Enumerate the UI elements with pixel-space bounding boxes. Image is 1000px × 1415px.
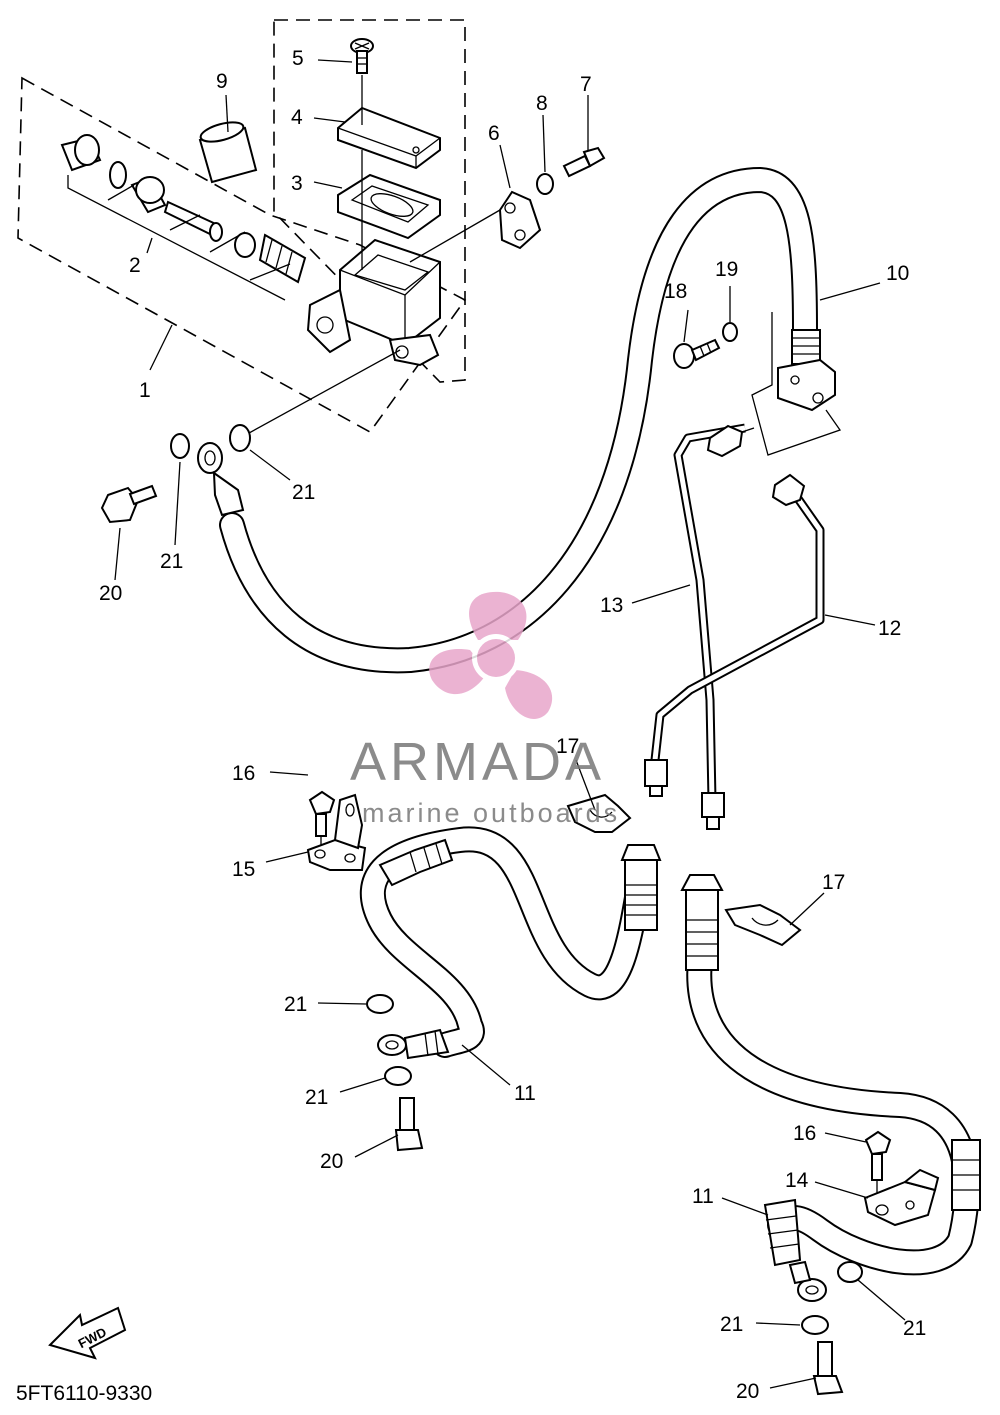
callout-10: 10	[886, 262, 909, 285]
callout-17-upper: 17	[556, 735, 579, 758]
hose-right-end-collar	[951, 1139, 981, 1211]
propeller-logo	[429, 591, 553, 719]
bolt-7	[562, 146, 606, 178]
callout-17-lower: 17	[822, 871, 845, 894]
callout-21-upper-left: 21	[160, 550, 183, 573]
bolt-20-lower-left	[394, 1097, 424, 1152]
kit-2-leader	[67, 175, 286, 301]
banjo-fitting-lower-left	[377, 1028, 450, 1060]
callout-21-lower-left-bottom: 21	[305, 1086, 328, 1109]
callout-7: 7	[580, 73, 592, 96]
callout-20-lower-right: 20	[736, 1380, 759, 1403]
hose-11-left-top-collar	[620, 844, 662, 931]
piston-kit-2	[60, 134, 307, 284]
pipe-12-top-nut	[771, 473, 806, 507]
callout-15: 15	[232, 858, 255, 881]
bracket-15	[306, 793, 367, 871]
watermark: ARMADA marine outboards	[350, 591, 620, 828]
kit-2-leader-c	[209, 231, 246, 253]
reservoir-cap-4	[337, 106, 441, 170]
washer-21-upper-left	[170, 433, 190, 459]
washer-21-lower-right-bottom	[801, 1315, 829, 1335]
leader-lines	[114, 59, 906, 1389]
callout-9: 9	[216, 70, 228, 93]
banjo-fitting-lower-right	[788, 1260, 827, 1302]
hose-11-right-top-collar	[680, 874, 724, 971]
callout-4: 4	[291, 106, 303, 129]
brake-pipe-13	[673, 423, 746, 801]
washer-21-upper-right	[229, 424, 251, 452]
callout-3: 3	[291, 172, 303, 195]
banjo-fitting-upper	[197, 442, 245, 517]
brake-joint-block	[777, 358, 836, 412]
holder-6	[498, 190, 542, 250]
bracket-14	[863, 1168, 940, 1227]
callout-20-upper: 20	[99, 582, 122, 605]
diaphragm-3	[337, 173, 441, 240]
pipe-13-top-nut	[706, 424, 755, 458]
brake-pipe-12	[650, 477, 825, 761]
callout-2: 2	[129, 254, 141, 277]
callout-21-upper-right: 21	[292, 481, 315, 504]
brake-hose-10	[219, 167, 818, 674]
bolt-16-right	[864, 1130, 892, 1181]
bolt-18	[673, 338, 721, 369]
washer-8	[536, 173, 554, 195]
watermark-brand: ARMADA	[350, 732, 605, 792]
callout-21-lower-right-side: 21	[903, 1317, 926, 1340]
washer-21-lower-left-bottom	[384, 1066, 412, 1086]
callout-6: 6	[488, 122, 500, 145]
watermark-tagline: marine outboards	[362, 798, 620, 828]
callout-13: 13	[600, 594, 623, 617]
washer-19	[722, 322, 738, 342]
reservoir-group-outline	[273, 19, 466, 383]
clamp-17-upper	[566, 793, 632, 833]
callout-16-right: 16	[793, 1122, 816, 1145]
hose-left-upper-collar	[378, 838, 454, 887]
hose-11-right-lower-collar	[763, 1198, 802, 1267]
kit-2-leader-b	[169, 214, 201, 231]
diagram-code: 5FT6110-9330	[16, 1382, 152, 1405]
callout-14: 14	[785, 1169, 809, 1192]
master-cylinder-body	[306, 238, 441, 367]
callout-20-lower-left: 20	[320, 1150, 343, 1173]
brake-hose-11-right	[686, 947, 980, 1276]
callout-5: 5	[292, 47, 304, 70]
callout-8: 8	[536, 92, 548, 115]
washer-21-lower-left-top	[366, 994, 394, 1014]
kit-2-leader-a	[107, 184, 135, 201]
hose-10-fitting	[791, 329, 821, 365]
pipe-12-bottom-nut	[644, 759, 668, 797]
callout-21-lower-right-bottom: 21	[720, 1313, 743, 1336]
callout-1: 1	[139, 379, 151, 402]
joint-leader-lines	[751, 312, 842, 456]
callout-11-right: 11	[692, 1185, 714, 1208]
washer-21-lower-right-side	[837, 1261, 863, 1283]
callout-11-left: 11	[514, 1082, 536, 1105]
bolt-16-left	[308, 790, 336, 837]
boot-9	[198, 121, 258, 184]
callout-21-lower-left-top: 21	[284, 993, 307, 1016]
screw-5	[350, 38, 374, 74]
callout-16-left: 16	[232, 762, 255, 785]
bolt-20-upper	[100, 484, 158, 524]
callout-12: 12	[878, 617, 901, 640]
holder-6-axis	[409, 209, 501, 263]
pipe-13-bottom-nut	[701, 792, 725, 830]
banjo-axis-upper	[239, 349, 401, 439]
forward-arrow: FWD	[48, 1306, 127, 1360]
callout-18: 18	[664, 280, 687, 303]
clamp-17-lower	[724, 903, 802, 947]
callout-19: 19	[715, 258, 738, 281]
callout-labels: 1 2 3 4 5 6 7 8 9 10 11 11 12 13 14 15 1…	[99, 47, 926, 1403]
bolt-20-lower-right	[812, 1341, 844, 1396]
kit-2-leader-d	[249, 263, 291, 281]
